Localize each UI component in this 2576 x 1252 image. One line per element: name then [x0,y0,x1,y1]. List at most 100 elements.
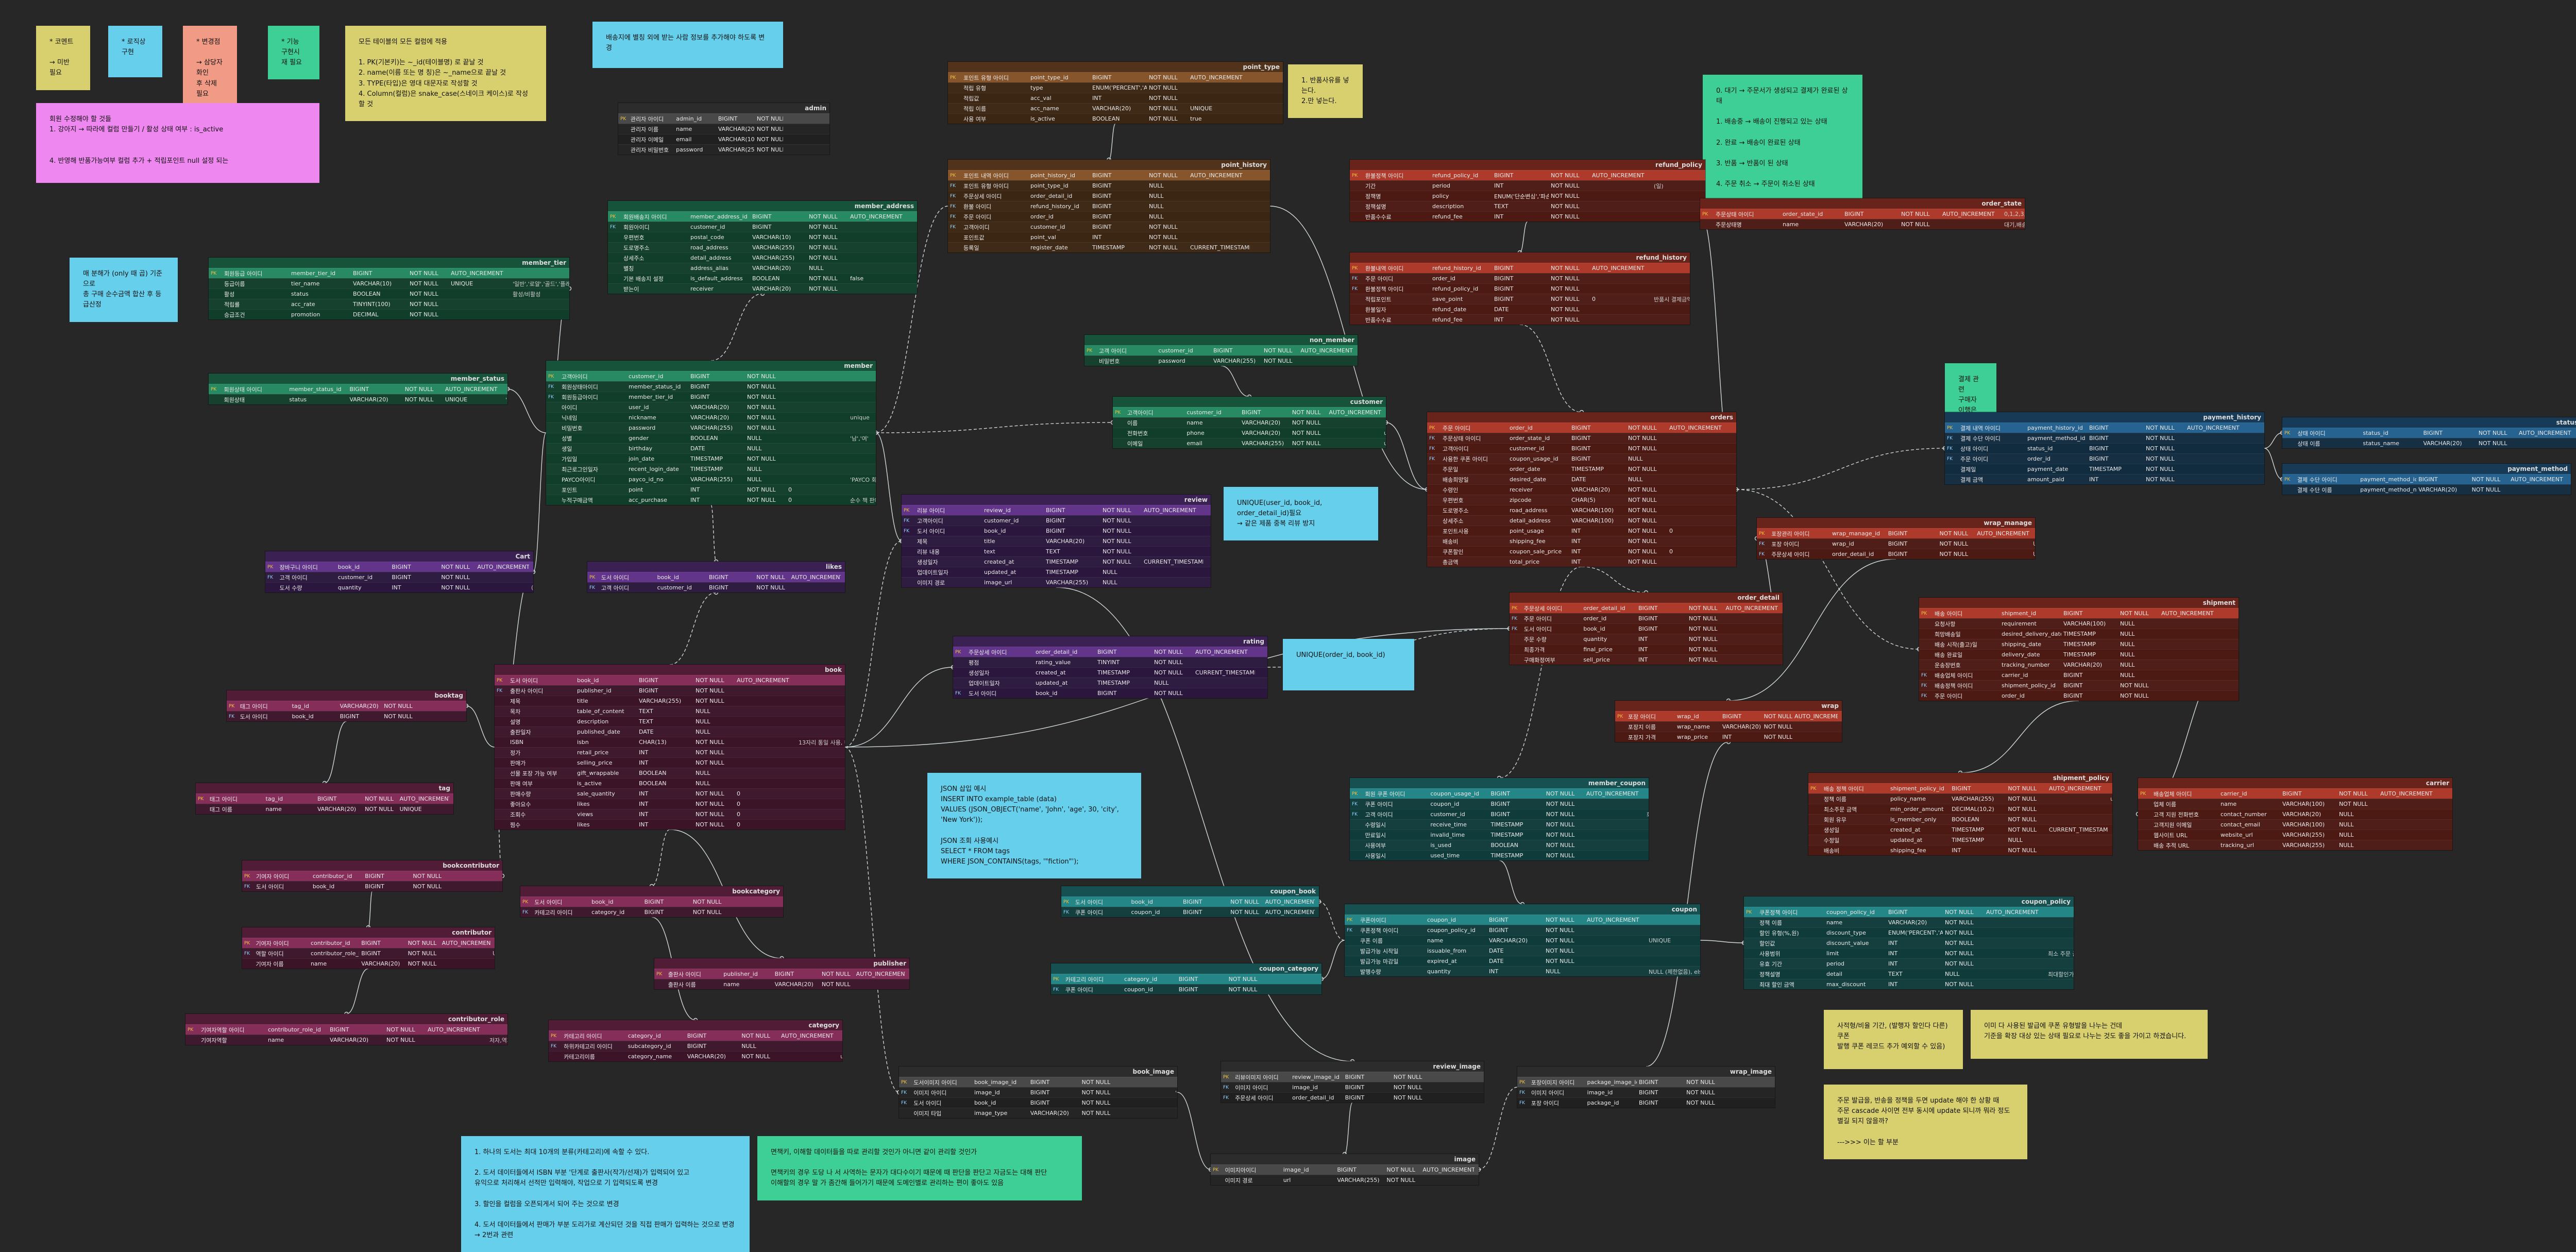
note-n-unique: UNIQUE(user_id, book_id, order_detail_id… [1224,487,1378,541]
cell-column: is_active [1030,115,1055,122]
cell-null: NOT NULL [809,285,838,292]
table-header: non_member [1084,335,1358,345]
cell-type: BIGINT [365,883,384,890]
cell-type: BIGINT [690,383,710,390]
cell-null: NOT NULL [1551,203,1580,210]
table-header: member_coupon [1350,778,1649,788]
cell-column: customer_id [1158,347,1193,354]
cell-column: point_type_id [1030,182,1069,189]
cell-type: BIGINT [1046,517,1065,524]
cell-null: NOT NULL [747,383,776,390]
cell-type: BIGINT [1046,507,1065,514]
cell-type: TIMESTAMP [2063,631,2096,637]
cell-column: point_type_id [1030,74,1069,81]
cell-key: PK [211,386,217,392]
cell-type: TINYINT [1097,659,1120,666]
cell-korean-name: 이미지 타입 [913,1110,942,1117]
cell-null: NOT NULL [1628,528,1657,534]
table-name: category [808,1022,839,1029]
cell-column: status [289,396,307,403]
cell-null: NOT NULL [696,749,724,756]
cell-null: NOT NULL [410,270,438,277]
cell-korean-name: 생성일자 [969,669,990,676]
cell-null: NOT NULL [2008,785,2037,792]
cell-key: PK [2140,791,2146,797]
cell-type: INT [1638,636,1648,642]
cell-column: policy_name [1890,796,1926,802]
cell-column: payment_date [2027,466,2069,472]
cell-type: VARCHAR(20) [774,981,814,988]
cell-column: book_id [657,574,679,581]
cell-null: NOT NULL [1149,234,1178,241]
table-header: carrier [2138,778,2452,788]
cell-key: PK [1512,605,1518,611]
cell-korean-name: 제목 [917,538,928,545]
cell-column: image_id [1292,1084,1318,1091]
cell-default: AUTO_INCREMENT [2187,425,2240,431]
cell-type: CHAR(13) [639,739,667,746]
cell-column: contributor_role_id [310,950,360,957]
cell-null: NOT NULL [1551,285,1580,292]
cell-default: 0 [1592,296,1596,302]
cell-column: customer_id [690,224,725,230]
cell-type: BIGINT [1571,425,1591,431]
cell-type: TEXT [639,708,653,715]
cell-type: TINYINT(100) [353,301,391,308]
